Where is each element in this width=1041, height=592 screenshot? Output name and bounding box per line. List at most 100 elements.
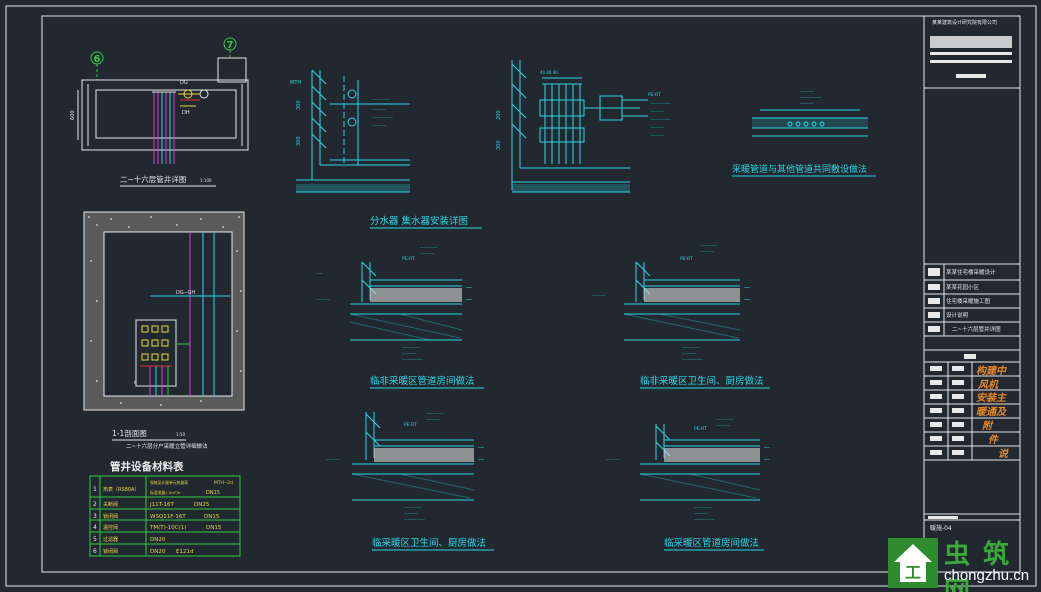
svg-text:————: ———— [650, 133, 665, 137]
table-row-2-spec-2: DN25 [194, 502, 210, 508]
table-row-1-name: 热表（RS80A） [103, 486, 139, 493]
table-row-4-spec-2: DN15 [206, 525, 222, 531]
svg-text:—————: ————— [426, 411, 444, 415]
watermark-brand: 虫 筑 网 [944, 540, 1012, 592]
svg-text:—————: ————— [402, 345, 420, 349]
svg-text:—————: ————— [404, 505, 422, 509]
riser-circle [199, 89, 209, 99]
shaft-section-scale: 1:50 [176, 432, 185, 437]
svg-text:—————: ————— [372, 97, 390, 101]
svg-text:——————: —————— [650, 101, 672, 105]
detail-3-pipe-tag: PE-RT [404, 422, 417, 428]
title-block-row-2: 某某花园小区 [946, 283, 980, 291]
svg-text:————: ———— [326, 457, 341, 461]
svg-text:200: 200 [496, 110, 502, 120]
svg-text:————: ———— [606, 457, 621, 461]
manifold-title: 分水器 集水器安装详图 [370, 215, 468, 227]
svg-text:——: —— [316, 271, 324, 275]
table-row-4-spec-1: TM(T)-10C(1) [149, 525, 186, 531]
material-table-title: 管井设备材料表 [110, 460, 184, 473]
svg-text:DH: DH [182, 110, 190, 116]
floor-detail-2[interactable]: PE-RT ———————————————————————————— 一一 临非… [592, 243, 770, 389]
table-row-5-name: 过滤器 [103, 536, 118, 543]
table-row-4-no: 4 [93, 524, 97, 531]
grid-marker-7-label: 7 [227, 40, 234, 51]
svg-text:——————: —————— [404, 517, 426, 521]
table-row-1-spec-3: 标准流量1.5m³/h [150, 490, 181, 495]
manifold-detail-right[interactable]: 200 300 40 40 40 PE-RT —————————————————… [496, 60, 672, 193]
svg-text:——————: —————— [372, 115, 394, 119]
shaft-section-view[interactable]: DG--GH 6 1-1剖面图 1:50 二~十六层分户采暖立管详细做法 [83, 211, 245, 450]
detail-2-pipe-tag: PE-RT [680, 256, 693, 262]
svg-text:————: ———— [372, 107, 387, 111]
svg-text:—————: ————— [716, 417, 734, 421]
detail-2-title: 临非采暖区卫生间、厨房做法 [640, 375, 764, 387]
manifold-pipe-tag: PE-RT [648, 92, 661, 98]
grid-marker-6-label: 6 [94, 54, 101, 65]
shaft-plan-title: 二~十六层管井详图 [120, 174, 186, 184]
svg-text:40 40 40: 40 40 40 [540, 70, 558, 75]
svg-text:————: ———— [716, 423, 731, 427]
shaft-plan-view[interactable]: 6 7 600 DG DH 二~十六层管井详图 1:100 [70, 37, 249, 187]
signature-3: 安装主 [976, 392, 1007, 404]
plan-dim-label: 600 [70, 110, 76, 120]
svg-text:一: 一 [764, 457, 770, 464]
svg-text:————: ———— [800, 89, 815, 93]
pipe-trench-title: 采暖管道与其他管道共同敷设做法 [732, 163, 867, 175]
svg-text:————: ———— [650, 125, 665, 129]
signature-2: 风机 [978, 379, 999, 391]
title-block: 某某建筑设计研究院有限公司 某某住宅楼采暖设计 某某花园小区 住宅楼采暖施工图 … [923, 16, 1020, 572]
signature-6: 件 [988, 434, 999, 446]
title-block-row-3: 住宅楼采暖施工图 [946, 297, 991, 305]
title-block-drawing-name: 二~十六层管井详图 [952, 325, 1001, 333]
detail-4-pipe-tag: PE-RT [694, 426, 707, 432]
floor-detail-1[interactable]: PE-RT —————————————————————————————— 一一 … [316, 245, 484, 389]
floor-detail-3[interactable]: PE-RT ———————————————————————————— 一一 临采… [326, 411, 494, 551]
table-row-2-name: 关断阀 [103, 501, 118, 508]
title-block-header-text: 某某建筑设计研究院有限公司 [932, 19, 997, 26]
table-row-3-no: 3 [93, 513, 97, 520]
svg-text:————: ———— [316, 297, 331, 301]
title-block-row-1: 某某住宅楼采暖设计 [946, 268, 996, 276]
svg-text:一: 一 [744, 297, 750, 304]
svg-text:————: ———— [592, 293, 607, 297]
signature-4: 暖通及 [976, 406, 1007, 418]
watermark-glyph: 工 [905, 563, 921, 582]
table-row-2-no: 2 [93, 501, 97, 508]
watermark-url: chongzhu.cn [944, 567, 1030, 584]
svg-text:——————: —————— [682, 357, 704, 361]
svg-text:一: 一 [466, 297, 472, 304]
svg-text:—————: ————— [694, 505, 712, 509]
manifold-valve [347, 117, 357, 127]
svg-text:一: 一 [744, 285, 750, 292]
svg-text:一: 一 [466, 285, 472, 292]
signature-7: 说 [998, 448, 1009, 460]
detail-3-title: 临采暖区卫生间、厨房做法 [372, 537, 486, 549]
svg-text:一: 一 [478, 457, 484, 464]
table-row-2-spec-1: J11T-16T [149, 502, 174, 508]
table-row-1-spec-4: DN15 [206, 490, 220, 496]
section-pipe-label: DG--GH [176, 290, 195, 296]
svg-text:—————: ————— [700, 243, 718, 247]
svg-text:————: ———— [372, 123, 387, 127]
detail-1-title: 临非采暖区管道房间做法 [370, 375, 475, 387]
table-row-3-spec-2: DN15 [204, 514, 220, 520]
svg-text:——————: —————— [694, 517, 716, 521]
watermark-logo: 工 虫 筑 网 chongzhu.cn [888, 534, 1038, 592]
svg-text:300: 300 [496, 140, 502, 150]
table-row-1-spec-2: MTH--2d [214, 480, 233, 486]
material-table[interactable]: 管井设备材料表 1 热表（RS80A） 规格见计量单元热量表 MTH--2d 标… [89, 460, 241, 557]
svg-text:————: ———— [402, 351, 417, 355]
signature-5: 附 [982, 420, 994, 432]
svg-text:—————: ————— [420, 245, 438, 249]
svg-text:一: 一 [478, 445, 484, 452]
pipe-trench-detail[interactable]: —————————————— 采暖管道与其他管道共同敷设做法 [732, 89, 876, 177]
svg-text:————: ———— [426, 417, 441, 421]
svg-text:MTH: MTH [290, 80, 301, 86]
floor-detail-4[interactable]: PE-RT ———————————————————————————— 一一 临采… [606, 417, 770, 551]
shaft-section-title: 1-1剖面图 [112, 428, 147, 438]
manifold-detail-left[interactable]: 300 300 MTH ——————————————————— [290, 69, 410, 193]
svg-text:6: 6 [134, 380, 137, 386]
svg-text:——————: —————— [402, 357, 424, 361]
